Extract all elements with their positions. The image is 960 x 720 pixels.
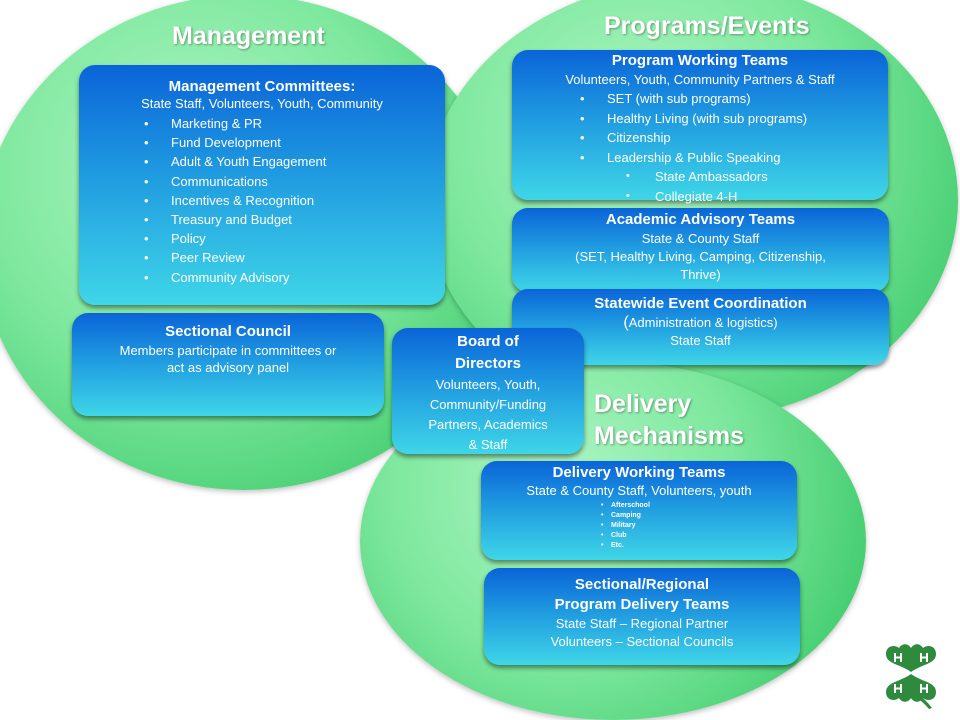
list-item: Policy [144,229,445,248]
sectional-regional-line2: Volunteers – Sectional Councils [550,634,734,649]
academic-advisory-line3: Thrive) [680,267,721,282]
management-title: Management [172,22,325,50]
academic-advisory-line1: State & County Staff [641,231,760,246]
list-item: Collegiate 4-H [626,187,888,207]
paren-open: ( [623,314,629,331]
program-working-teams-list: SET (with sub programs) Healthy Living (… [580,89,888,168]
sectional-council-heading: Sectional Council [165,323,291,340]
board-heading: Board of Directors [392,331,584,375]
list-item: Citizenship [580,128,888,148]
management-committees-heading: Management Committees: [168,78,356,95]
delivery-title-line2: Mechanisms [594,422,745,450]
list-item: Military [601,521,797,531]
list-item: Community Advisory [144,268,445,287]
sectional-council-description: Members participate in committees or act… [72,342,384,376]
delivery-title-line1: Delivery [594,390,692,418]
list-item: Peer Review [144,248,445,267]
academic-advisory-description: State & County Staff (SET, Healthy Livin… [512,230,889,284]
sectional-regional-heading: Sectional/Regional Program Delivery Team… [484,575,800,615]
list-item: Etc. [601,541,797,551]
list-item: Incentives & Recognition [144,191,445,210]
sectional-regional-description: State Staff – Regional Partner Volunteer… [484,615,800,651]
academic-advisory-line2: (SET, Healthy Living, Camping, Citizensh… [575,249,826,264]
sectional-council-box: Sectional Council Members participate in… [72,313,384,416]
statewide-event-line1-text: Administration & logistics) [628,315,778,330]
program-working-teams-sublist: State Ambassadors Collegiate 4-H [626,167,888,207]
list-item: Fund Development [144,133,445,152]
delivery-working-teams-heading: Delivery Working Teams [552,464,726,481]
list-item: Leadership & Public Speaking [580,148,888,168]
list-item: Communications [144,172,445,191]
statewide-event-description: (Administration & logistics) State Staff [512,314,889,350]
list-item: Marketing & PR [144,114,445,133]
statewide-event-line2: State Staff [670,333,731,348]
list-item: Camping [601,511,797,521]
board-line3: Partners, Academics [428,417,548,432]
board-heading-line1: Board of [457,333,519,350]
delivery-working-teams-list: Afterschool Camping Military Club Etc. [601,501,797,551]
list-item: State Ambassadors [626,167,888,187]
academic-advisory-heading: Academic Advisory Teams [605,211,796,228]
board-line4: & Staff [468,437,508,452]
program-working-teams-box: Program Working Teams Volunteers, Youth,… [512,50,888,206]
list-item: Adult & Youth Engagement [144,152,445,171]
list-item: SET (with sub programs) [580,89,888,109]
list-item: Treasury and Budget [144,210,445,229]
statewide-event-heading: Statewide Event Coordination [594,295,807,312]
sectional-regional-teams-box: Sectional/Regional Program Delivery Team… [484,568,800,665]
board-line1: Volunteers, Youth, [435,377,541,392]
delivery-working-teams-subtitle: State & County Staff, Volunteers, youth [526,483,752,498]
statewide-event-line1: (Administration & logistics) [512,314,889,332]
management-committees-subtitle: State Staff, Volunteers, Youth, Communit… [141,96,383,111]
list-item: Afterschool [601,501,797,511]
sectional-council-line2: act as advisory panel [166,360,290,375]
sectional-regional-heading-line2: Program Delivery Teams [554,596,730,613]
sectional-regional-heading-line1: Sectional/Regional [574,576,710,593]
sectional-regional-line1: State Staff – Regional Partner [555,616,729,631]
board-description: Volunteers, Youth, Community/Funding Par… [392,375,584,455]
board-of-directors-box: Board of Directors Volunteers, Youth, Co… [392,328,584,454]
list-item: Club [601,531,797,541]
program-working-teams-heading: Program Working Teams [611,52,789,69]
delivery-working-teams-box: Delivery Working Teams State & County St… [481,461,797,560]
academic-advisory-teams-box: Academic Advisory Teams State & County S… [512,208,889,292]
management-committees-box: Management Committees: State Staff, Volu… [79,65,445,305]
sectional-council-line1: Members participate in committees or [119,343,337,358]
list-item: Healthy Living (with sub programs) [580,109,888,129]
program-working-teams-subtitle: Volunteers, Youth, Community Partners & … [565,72,835,87]
board-line2: Community/Funding [429,397,547,412]
board-heading-line2: Directors [455,355,521,372]
4h-clover-icon [886,644,936,709]
programs-events-title: Programs/Events [604,12,810,40]
delivery-mechanisms-title: Delivery Mechanisms [594,388,794,452]
management-committees-list: Marketing & PR Fund Development Adult & … [144,114,445,287]
